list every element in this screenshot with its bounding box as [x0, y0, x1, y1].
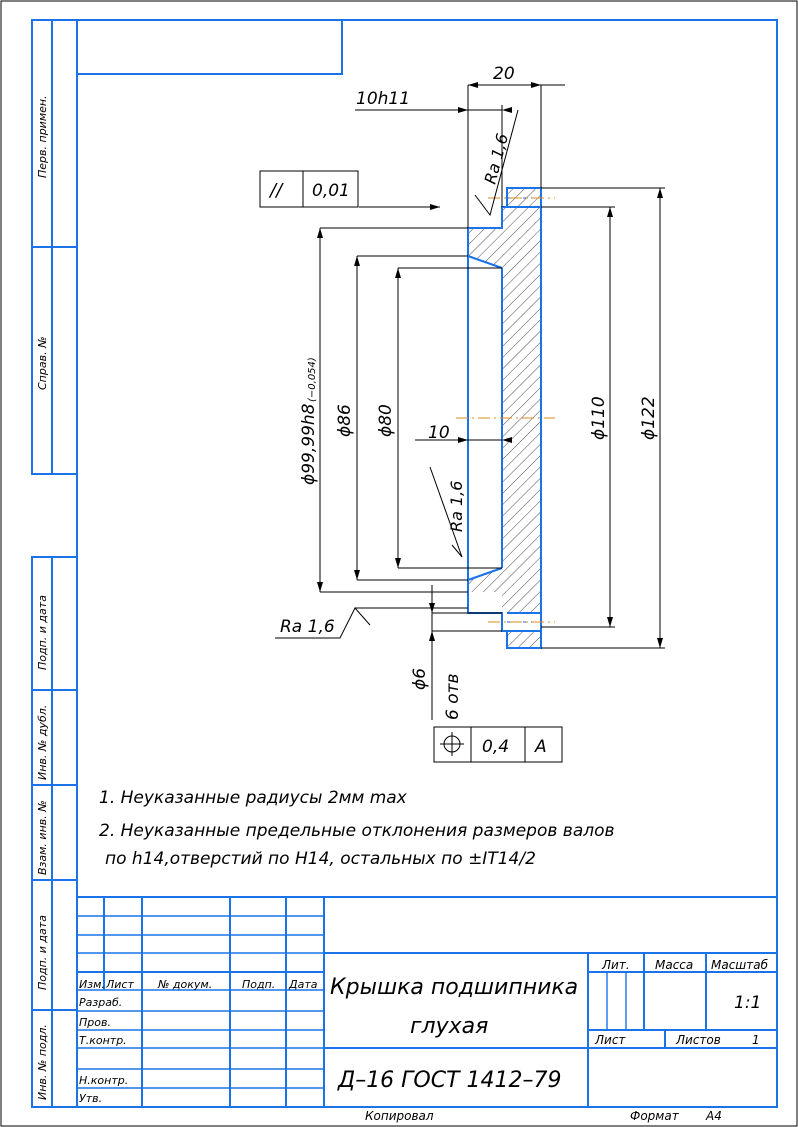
strip-inv-dubl: Инв. № дубл. [36, 705, 49, 780]
tb-col-podp: Подп. [242, 978, 275, 991]
tb-massa: Масса [655, 958, 693, 972]
dim-d86: ϕ86 [335, 404, 355, 437]
dim-hole-d6: ϕ6 [410, 668, 430, 690]
note-1: 1. Неуказанные радиусы 2мм max [99, 788, 408, 808]
tb-col-list: Лист [105, 978, 134, 991]
dimension-lines [275, 82, 665, 720]
note-2-line-2: по h14,отверстий по H14, остальных по ±I… [105, 849, 536, 869]
tb-lit: Лит. [601, 958, 630, 972]
parallelism-value: 0,01 [312, 181, 350, 201]
dim-d99-fit: ϕ99,99h8 [299, 403, 319, 485]
position-datum: А [534, 737, 547, 757]
part-section [456, 187, 555, 649]
strip-inv-podl: Инв. № подл. [36, 1024, 49, 1100]
parallelism-frame [259, 170, 359, 208]
dim-d122: ϕ122 [639, 396, 659, 440]
tb-tkontr: Т.контр. [79, 1034, 127, 1047]
tb-razrab: Разраб. [79, 996, 122, 1009]
dim-d110: ϕ110 [589, 396, 609, 440]
ra-bottom: Ra 1,6 [280, 617, 335, 637]
title-block-grid [77, 896, 777, 1107]
dim-d99-tol: (−0,054) [307, 357, 318, 402]
tb-name-line-1: Крышка подшипника [330, 975, 578, 1000]
tb-scale: 1:1 [734, 993, 761, 1013]
top-left-stamp [76, 19, 343, 75]
dim-width-10h11: 10h11 [356, 89, 410, 109]
tb-listov: Листов [675, 1033, 721, 1047]
dim-d80: ϕ80 [376, 404, 396, 437]
drawing-frame [76, 19, 778, 1108]
dim-depth-10: 10 [428, 423, 450, 443]
left-strip-bottom [31, 556, 78, 1108]
tb-list: Лист [594, 1033, 626, 1047]
ra-mid: Ra 1,6 [447, 481, 466, 532]
tb-col-data: Дата [288, 978, 318, 991]
position-value: 0,4 [482, 737, 509, 757]
tb-masshtab: Масштаб [711, 958, 769, 972]
tb-designation: Д–16 ГОСТ 1412–79 [337, 1068, 562, 1093]
dim-width-20: 20 [493, 64, 515, 84]
tb-col-izm: Изм. [79, 978, 105, 991]
tb-prov: Пров. [79, 1016, 111, 1029]
tb-col-docum: № докум. [157, 978, 212, 991]
strip-sprav-no: Справ. № [36, 336, 49, 390]
strip-perv-primen: Перв. примен. [36, 95, 49, 178]
dim-hole-count: 6 отв [443, 673, 463, 720]
strip-podp-data-2: Подп. и дата [36, 915, 49, 990]
footer-format: Формат [630, 1109, 680, 1123]
position-frame [433, 726, 563, 763]
strip-vzam-inv: Взам. инв. № [36, 800, 49, 875]
tb-name-line-2: глухая [410, 1014, 488, 1039]
tb-utv: Утв. [79, 1092, 102, 1105]
strip-podp-data-1: Подп. и дата [36, 595, 49, 670]
footer-format-value: А4 [705, 1109, 722, 1123]
tb-nkontr: Н.контр. [79, 1074, 128, 1087]
footer-kopiroval: Копировал [365, 1109, 434, 1123]
parallelism-symbol: // [268, 180, 284, 201]
ra-top: Ra 1,6 [481, 131, 513, 186]
note-2-line-1: 2. Неуказанные предельные отклонения раз… [99, 821, 615, 841]
tb-listov-value: 1 [752, 1033, 760, 1047]
left-strip-top [31, 19, 78, 475]
